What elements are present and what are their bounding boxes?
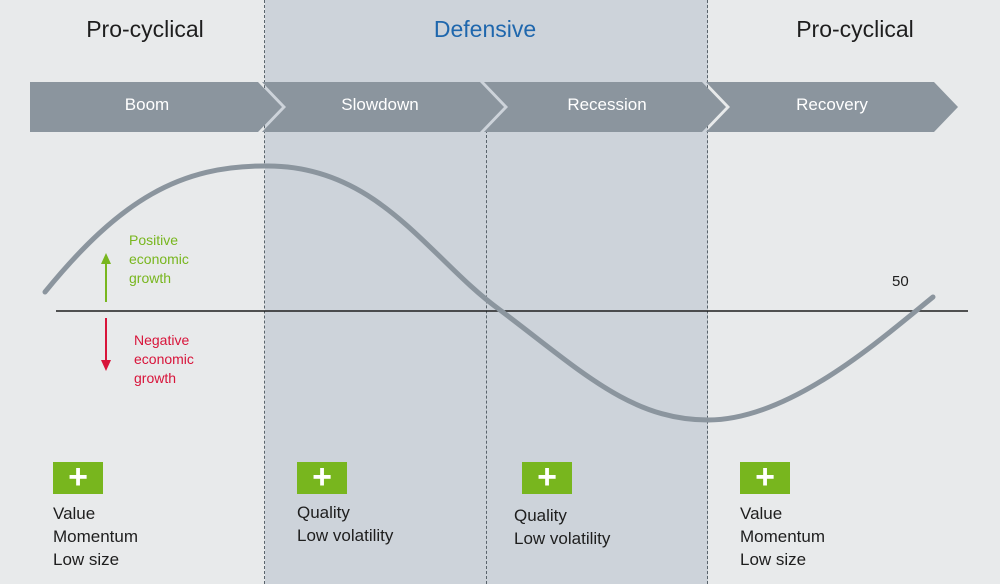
phase-label-recovery: Recovery	[796, 95, 868, 114]
header-pro-cyclical-left: Pro-cyclical	[86, 16, 204, 42]
plus-icon: +	[297, 460, 347, 494]
negative-growth-label: Negative economic growth	[134, 332, 194, 386]
positive-arrow-head	[101, 253, 111, 264]
phase-label-boom: Boom	[124, 95, 170, 114]
phase-arrow-boom	[30, 82, 282, 132]
divider-slowdown-recession	[486, 130, 487, 584]
divider-recession-recovery	[707, 0, 708, 584]
positive-growth-label: Positive economic growth	[129, 232, 189, 286]
threshold-label: 50	[892, 273, 909, 290]
plus-icon: +	[740, 460, 790, 494]
factors-recession: Quality Low volatility	[514, 506, 611, 548]
header-pro-cyclical-right: Pro-cyclical	[796, 16, 914, 42]
negative-arrow-head	[101, 360, 111, 371]
plus-icon: +	[53, 460, 103, 494]
factors-slowdown: Quality Low volatility	[297, 503, 394, 545]
phase-label-slowdown: Slowdown	[341, 95, 419, 114]
plus-icon: +	[522, 460, 572, 494]
phase-arrow-slowdown	[262, 82, 504, 132]
header-defensive: Defensive	[433, 16, 537, 42]
phase-arrow-recession	[484, 82, 726, 132]
cycle-curve	[42, 163, 936, 423]
phase-label-recession: Recession	[567, 95, 647, 114]
factors-recovery: Value Momentum Low size	[740, 504, 826, 569]
phase-arrow-recovery	[706, 82, 958, 132]
divider-boom-slowdown	[264, 0, 265, 584]
factors-boom: Value Momentum Low size	[53, 504, 139, 569]
